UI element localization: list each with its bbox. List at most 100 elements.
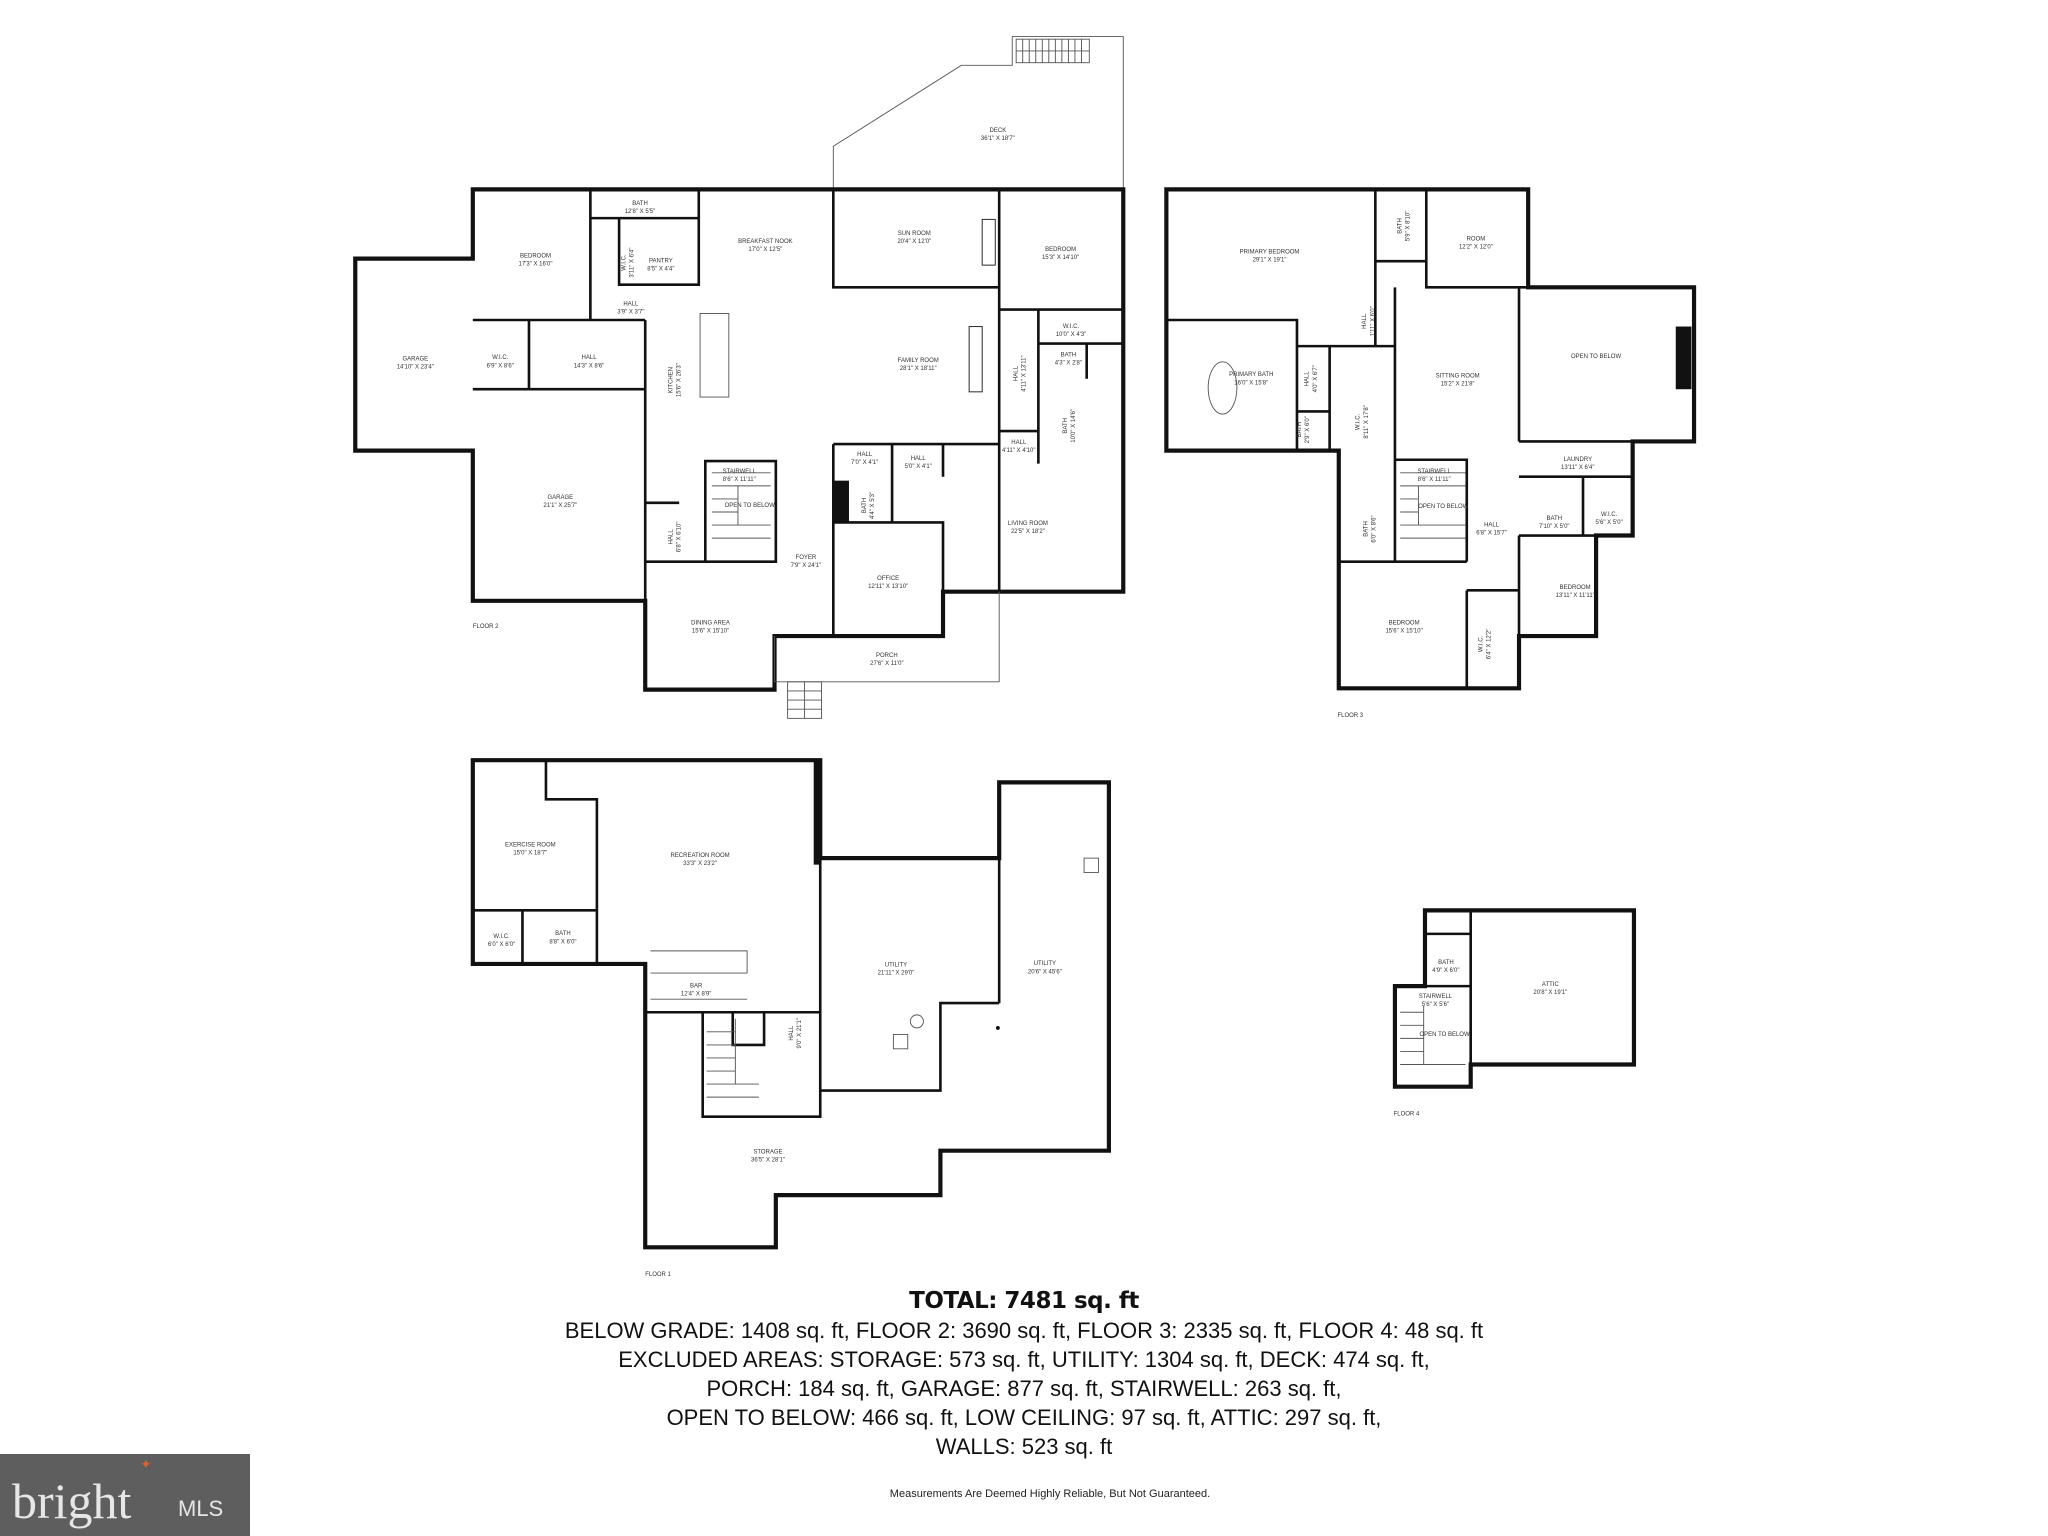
floor-1-outer-wall [470, 758, 1111, 1250]
room-name: BATH [1364, 521, 1370, 537]
room-name: BATH [1547, 516, 1563, 522]
room-name: FAMILY ROOM [898, 358, 939, 364]
room-label: BATH 4'9" X 6'0" [1432, 960, 1459, 974]
room-dimensions: 4'3" X 2'8" [1055, 361, 1082, 367]
room-label: W.I.C.10'0" X 4'3" [1056, 324, 1087, 338]
room-name: HALL [1011, 440, 1027, 446]
disclaimer: Measurements Are Deemed Highly Reliable,… [889, 1488, 1211, 1500]
room-name: BREAKFAST NOOK [738, 239, 793, 245]
room-label: BATH 7'10" X 5'0" [1539, 516, 1570, 530]
room-dimensions: 6'4" X 12'2" [1487, 629, 1493, 660]
room-name: OFFICE [877, 576, 899, 582]
utility-fixture [1083, 857, 1099, 873]
room-label: W.I.C. 6'0" X 6'0" [488, 934, 515, 948]
porch-stairs [787, 681, 823, 719]
room-dimensions: 4'9" X 6'0" [1432, 968, 1459, 974]
floor-4-plan [1392, 908, 1637, 1089]
room-name: HALL [1305, 371, 1311, 387]
floor-drain-icon [995, 1025, 1000, 1030]
room-name: HALL [789, 1025, 795, 1041]
room-dimensions: 5'6" X 5'0" [1596, 520, 1623, 526]
room-dimensions: 21'11" X 29'0" [878, 971, 915, 977]
family-room-fireplace [968, 326, 983, 393]
room-label: W.I.C.8'11" X 17'8" [1356, 405, 1370, 438]
room-name: HALL [669, 529, 675, 545]
floor-3-fireplace [1675, 326, 1692, 390]
room-dimensions: 8'5" X 4'4" [647, 267, 674, 273]
room-dimensions: 36'5" X 28'1" [751, 1157, 785, 1163]
room-name: DECK [990, 128, 1007, 134]
room-name: OPEN TO BELOW [1420, 1032, 1470, 1038]
room-dimensions: 6'0" X 6'0" [488, 942, 515, 948]
room-name: BEDROOM [1045, 247, 1076, 253]
floor-1-interior-walls [472, 760, 1001, 1119]
room-label: OPEN TO BELOW [725, 503, 775, 509]
room-dimensions: 5'6" X 5'6" [1422, 1002, 1449, 1008]
room-name: BATH [1297, 422, 1303, 438]
room-dimensions: 8'8" X 6'0" [549, 939, 576, 945]
room-name: GARAGE [403, 356, 429, 362]
room-name: HALL [911, 456, 927, 462]
room-name: BATH [1063, 418, 1069, 434]
room-label: W.I.C.3'11" X 6'4" [622, 247, 636, 277]
porch-outline [774, 591, 1000, 683]
room-name: LAUNDRY [1564, 457, 1593, 463]
room-dimensions: 1'11" X 6'0" [1370, 306, 1376, 336]
room-dimensions: 20'6" X 45'6" [1028, 969, 1062, 975]
room-name: SUN ROOM [898, 231, 931, 237]
area-summary: TOTAL: 7481 sq. ft BELOW GRADE: 1408 sq.… [274, 1286, 1774, 1461]
room-name: BATH [1438, 960, 1454, 966]
room-dimensions: 15'6" X 15'10" [1385, 628, 1422, 634]
floor-1-thick-wall [813, 760, 822, 865]
room-dimensions: 7'0" X 4'1" [851, 460, 878, 466]
room-dimensions: 14'3" X 8'6" [574, 363, 605, 369]
room-name: W.I.C. [493, 934, 510, 940]
sun-room-fireplace [981, 218, 996, 266]
floor-3-interior-walls [1166, 189, 1633, 689]
room-dimensions: 9'0" X 21'1" [797, 1018, 803, 1049]
room-name: BEDROOM [1560, 585, 1591, 591]
bar-counter [650, 950, 748, 1000]
room-name: PRIMARY BATH [1229, 372, 1273, 378]
room-name: GARAGE [547, 495, 573, 501]
floor-label: FLOOR 3 [1337, 713, 1363, 719]
room-name: HALL [1484, 522, 1500, 528]
room-dimensions: 10'0" X 4'3" [1056, 332, 1087, 338]
room-name: UTILITY [1034, 961, 1056, 967]
room-name: W.I.C. [492, 355, 509, 361]
floor-2-stairs [711, 472, 771, 539]
room-name: ATTIC [1542, 982, 1560, 988]
floor-1-stairs [706, 1018, 759, 1098]
floor-label: FLOOR 1 [645, 1272, 671, 1278]
summary-line: BELOW GRADE: 1408 sq. ft, FLOOR 2: 3690 … [564, 1318, 1484, 1343]
room-dimensions: 6'8" X 6'10" [677, 522, 683, 553]
room-dimensions: 8'11" X 17'8" [1364, 405, 1370, 438]
room-label: OPEN TO BELOW [1418, 504, 1468, 510]
room-dimensions: 28'1" X 18'11" [900, 366, 937, 372]
room-dimensions: 14'10" X 23'4" [397, 365, 434, 371]
room-name: OPEN TO BELOW [725, 503, 775, 509]
room-name: FOYER [796, 555, 817, 561]
deck-outline [832, 36, 1124, 190]
room-dimensions: 7'10" X 5'0" [1539, 524, 1570, 530]
floor-label-group: FLOOR 4 [1394, 1111, 1420, 1117]
room-dimensions: 33'3" X 23'2" [683, 861, 717, 867]
